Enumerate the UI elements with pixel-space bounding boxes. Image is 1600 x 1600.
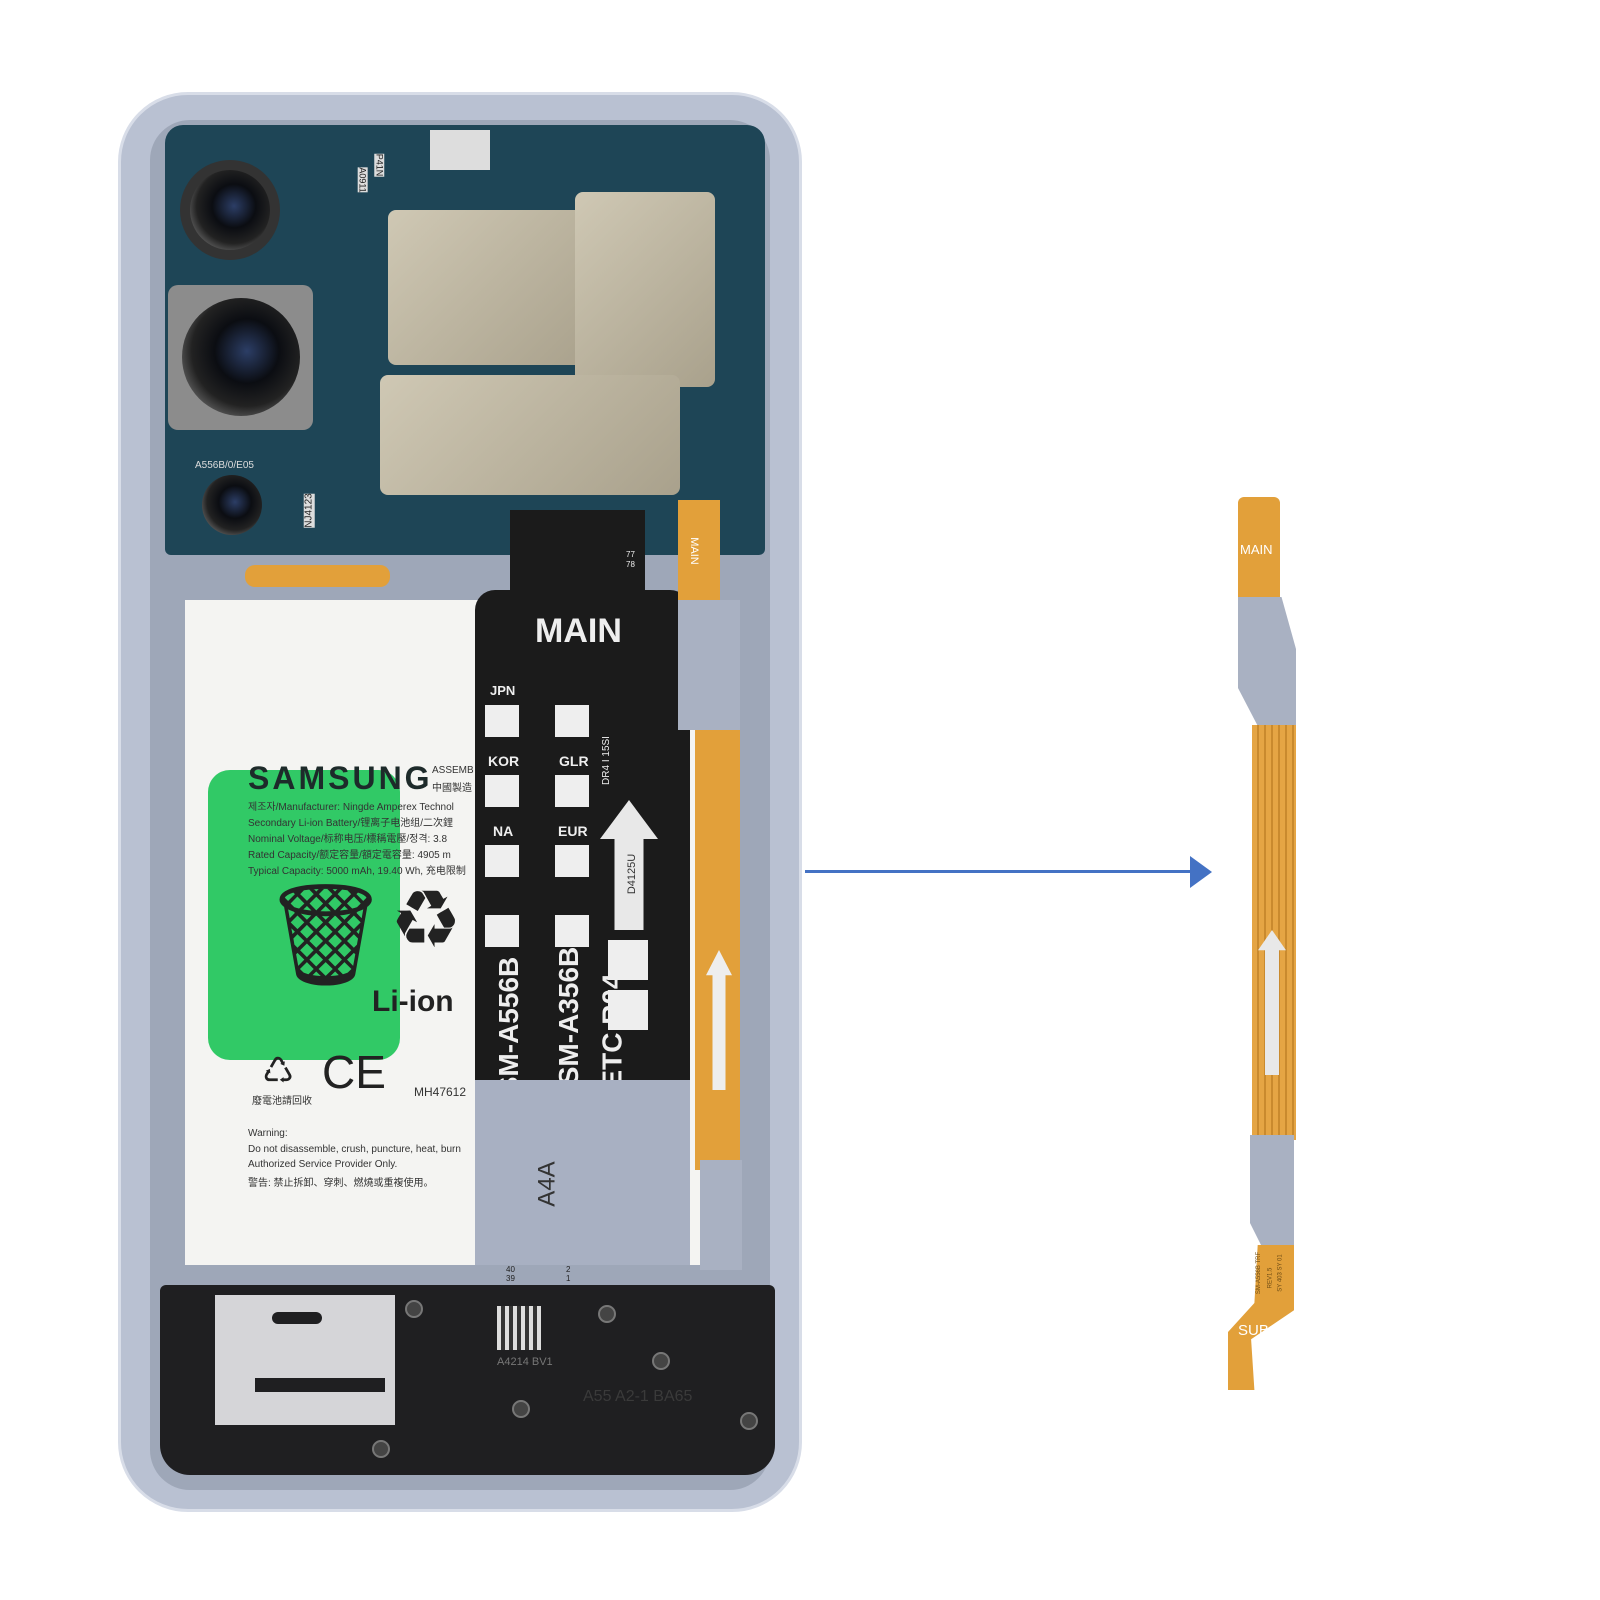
detached-cable-bottom-label: SUB bbox=[1238, 1322, 1269, 1339]
detached-cable-print: SM-A556B TRF bbox=[1256, 1251, 1263, 1295]
rf-shield-2 bbox=[575, 192, 715, 387]
arrow-line bbox=[805, 870, 1195, 873]
screw bbox=[652, 1352, 670, 1370]
pin-label: 2 bbox=[566, 1265, 571, 1274]
region-pad bbox=[485, 915, 519, 947]
side-flex-cable bbox=[695, 730, 740, 1170]
screw bbox=[598, 1305, 616, 1323]
battery-spec-line: Nominal Voltage/标称电压/標稱電壓/정격: 3.8 bbox=[248, 834, 448, 845]
flex-title: MAIN bbox=[535, 612, 622, 650]
ce-mark-icon: CE bbox=[322, 1046, 386, 1098]
region-pad bbox=[555, 915, 589, 947]
foot-code: A4A bbox=[533, 1161, 561, 1207]
region-pad bbox=[555, 775, 589, 807]
sub-board-code: A4214 BV1 bbox=[497, 1356, 553, 1368]
ultrawide-camera-lens bbox=[190, 170, 270, 250]
qr-code bbox=[497, 1306, 541, 1350]
rf-shield-1 bbox=[388, 210, 593, 365]
arrow-code: D4125U bbox=[626, 853, 639, 895]
warning-title: Warning: bbox=[248, 1128, 288, 1139]
battery-brand: SAMSUNG bbox=[248, 760, 433, 796]
connector bbox=[430, 130, 490, 170]
detached-cable-print: REV1.5 bbox=[1267, 1267, 1274, 1289]
detached-cable-top-connector bbox=[1238, 497, 1280, 597]
pcb-label: A556B/0/E05 bbox=[195, 460, 254, 471]
battery-assembled: ASSEMB bbox=[432, 765, 474, 776]
flex-stiffener bbox=[475, 1080, 690, 1265]
region-pad bbox=[555, 845, 589, 877]
battery-recycle-cn: 廢電池請回收 bbox=[252, 1096, 312, 1107]
main-camera-lens bbox=[182, 298, 300, 416]
region-pad bbox=[485, 705, 519, 737]
pcb-label: P41N bbox=[374, 153, 385, 177]
side-flex-stiffener bbox=[700, 1160, 742, 1270]
region-pad bbox=[608, 990, 648, 1030]
battery-spec-line: Secondary Li-ion Battery/锂离子电池组/二次鋰 bbox=[248, 818, 454, 829]
region-pad bbox=[485, 775, 519, 807]
detached-cable-body bbox=[1252, 725, 1296, 1140]
region-pad bbox=[608, 940, 648, 980]
battery-made-in: 中國製造 bbox=[432, 783, 472, 794]
region-label: NA bbox=[493, 823, 514, 839]
pin-label: 78 bbox=[626, 560, 635, 569]
flex-connector bbox=[510, 510, 645, 595]
detached-cable-stiffener-top bbox=[1238, 597, 1296, 727]
screw bbox=[512, 1400, 530, 1418]
region-label: JPN bbox=[490, 683, 516, 698]
battery-spec-line: Typical Capacity: 5000 mAh, 19.40 Wh, 充电… bbox=[248, 866, 466, 877]
warning-line: Authorized Service Provider Only. bbox=[248, 1159, 398, 1170]
detached-cable-top-label: MAIN bbox=[1240, 542, 1273, 557]
side-code: DR4 I 15SI bbox=[600, 736, 612, 785]
region-pad bbox=[555, 705, 589, 737]
screw bbox=[372, 1440, 390, 1458]
pin-label: 39 bbox=[506, 1274, 515, 1283]
region-label: KOR bbox=[488, 753, 520, 769]
region-pad bbox=[485, 845, 519, 877]
main-flex-cable bbox=[475, 590, 690, 1090]
macro-camera-lens bbox=[202, 475, 262, 535]
warning-line: 警告: 禁止拆卸、穿刺、燃燒或重複使用。 bbox=[248, 1178, 434, 1189]
battery-cert: MH47612 bbox=[414, 1085, 467, 1099]
side-flex-label: MAIN bbox=[687, 537, 700, 565]
model-line: SM-A556B bbox=[493, 956, 525, 1096]
recycle-icon: ♻ bbox=[390, 875, 462, 964]
pin-label: 77 bbox=[626, 550, 635, 559]
region-label: GLR bbox=[559, 753, 589, 769]
pcb-label: A0911 bbox=[357, 167, 368, 193]
screw bbox=[740, 1412, 758, 1430]
battery-spec-line: 제조자/Manufacturer: Ningde Amperex Technol bbox=[248, 802, 454, 813]
warning-line: Do not disassemble, crush, puncture, hea… bbox=[248, 1144, 461, 1155]
pcb-label: NJ4123 bbox=[303, 493, 315, 528]
sub-board-mold-text: A55 A2-1 BA65 bbox=[583, 1388, 693, 1405]
detached-cable-stiffener-bottom bbox=[1250, 1135, 1294, 1245]
pin-label: 1 bbox=[566, 1274, 571, 1283]
screw bbox=[405, 1300, 423, 1318]
model-line: SM-A356B bbox=[553, 946, 585, 1086]
weee-bin-icon: 🗑 bbox=[262, 879, 389, 991]
side-flex-stiffener bbox=[678, 600, 740, 730]
battery-recycle-symbol-icon: ♺ bbox=[262, 1050, 295, 1091]
pin-label: 40 bbox=[506, 1265, 515, 1274]
rf-shield-3 bbox=[380, 375, 680, 495]
battery-pull-tab bbox=[208, 770, 400, 1060]
li-ion-label: Li-ion bbox=[372, 985, 454, 1018]
region-label: EUR bbox=[558, 823, 588, 839]
plate-slot bbox=[272, 1312, 322, 1324]
detached-cable-print: SY 403 SY 01 bbox=[1277, 1254, 1284, 1292]
arrow-head-icon bbox=[1190, 856, 1212, 888]
camera-flex-cable bbox=[245, 565, 390, 587]
battery-spec-line: Rated Capacity/额定容量/額定電容量: 4905 m bbox=[248, 850, 451, 861]
plate-slot bbox=[255, 1378, 385, 1392]
